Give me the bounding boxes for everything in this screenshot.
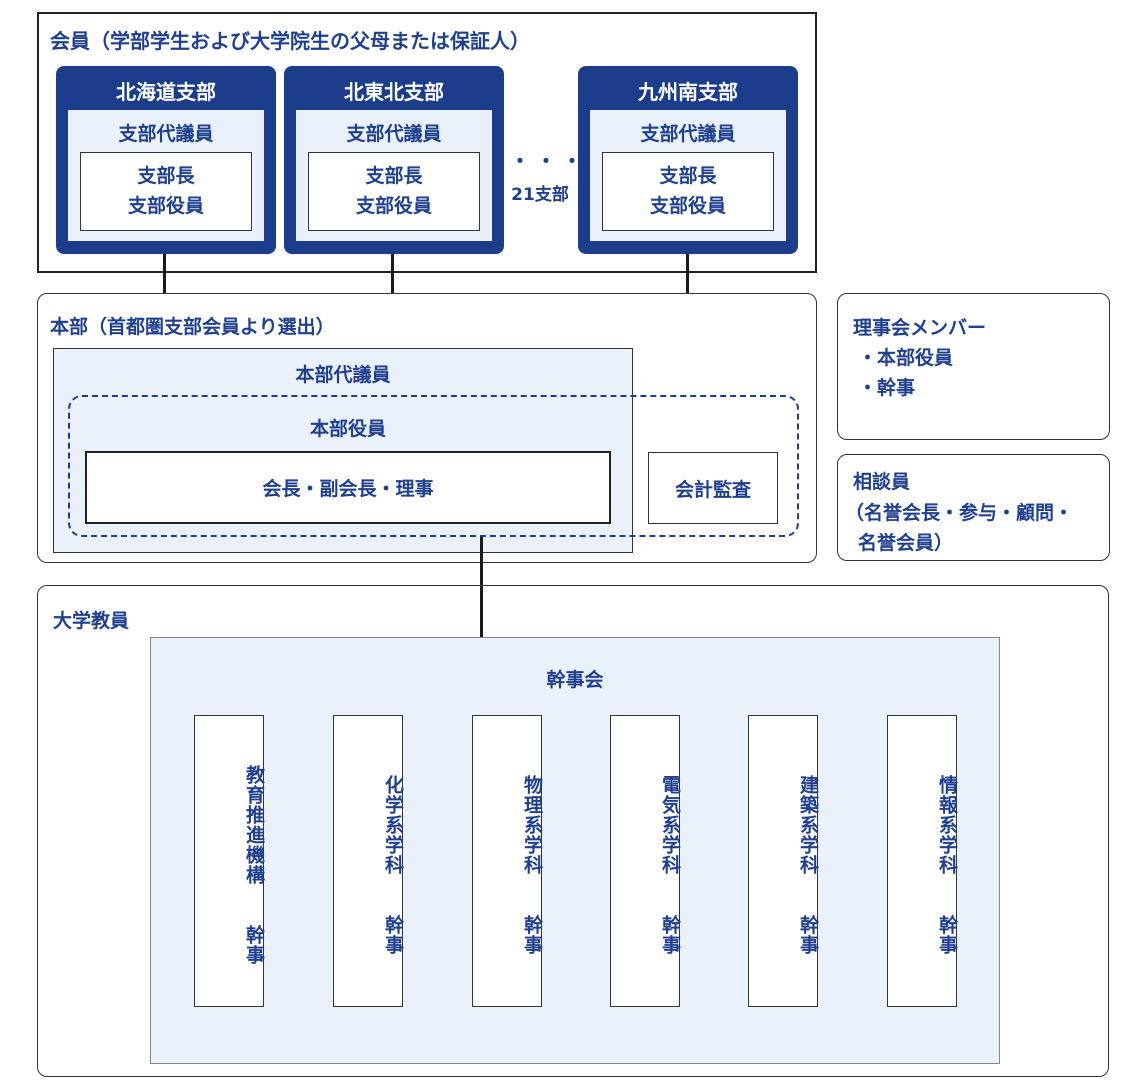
branch-head: 支部長 bbox=[659, 165, 717, 188]
audit-label: 会計監査 bbox=[674, 478, 751, 501]
board-item: ・本部役員 bbox=[858, 347, 954, 369]
branch-kitatohoku: 北東北支部 支部代議員 支部長 支部役員 bbox=[284, 66, 504, 254]
branch-officers: 支部役員 bbox=[127, 194, 204, 217]
faculty-title: 大学教員 bbox=[53, 610, 130, 632]
branch-officer-box: 支部長 支部役員 bbox=[80, 152, 252, 231]
dept-label: 物理系学科 幹事 bbox=[473, 730, 543, 1000]
members-section bbox=[37, 12, 817, 273]
advisor-box bbox=[837, 454, 1110, 561]
board-box bbox=[837, 293, 1110, 440]
dept-label: 情報系学科 幹事 bbox=[888, 730, 958, 1000]
advisor-line: 名誉会員） bbox=[858, 532, 954, 554]
dept-role: 幹事 bbox=[659, 915, 681, 955]
branch-rep: 支部代議員 bbox=[346, 123, 442, 145]
connector-line bbox=[480, 537, 483, 638]
hq-officer-dashed-group bbox=[68, 395, 799, 537]
branch-rep: 支部代議員 bbox=[118, 123, 214, 145]
branch-ellipsis: ・・・ bbox=[510, 149, 588, 173]
audit-box: 会計監査 bbox=[648, 452, 778, 524]
branch-officer-box: 支部長 支部役員 bbox=[602, 152, 774, 231]
dept-box: 教育推進機構 幹事 bbox=[194, 715, 265, 1007]
board-item: ・幹事 bbox=[858, 377, 916, 399]
branch-name: 北海道支部 bbox=[116, 80, 216, 104]
advisor-title: 相談員 bbox=[853, 471, 911, 493]
dept-box: 電気系学科 幹事 bbox=[610, 715, 681, 1007]
branch-inner: 支部代議員 支部長 支部役員 bbox=[296, 110, 492, 241]
branch-name: 九州南支部 bbox=[638, 80, 738, 104]
faculty-section bbox=[37, 585, 1109, 1077]
branch-hokkaido: 北海道支部 支部代議員 支部長 支部役員 bbox=[56, 66, 276, 254]
branch-officers: 支部役員 bbox=[649, 194, 726, 217]
dept-label: 化学系学科 幹事 bbox=[334, 730, 404, 1000]
dept-role: 幹事 bbox=[521, 915, 543, 955]
dept-box: 建築系学科 幹事 bbox=[748, 715, 819, 1007]
hq-section bbox=[37, 293, 817, 563]
connector-line bbox=[163, 254, 166, 293]
dept-name: 電気系学科 bbox=[659, 775, 681, 875]
dept-label: 建築系学科 幹事 bbox=[749, 730, 819, 1000]
branch-officers: 支部役員 bbox=[355, 194, 432, 217]
branch-count: 21支部 bbox=[511, 185, 569, 205]
dept-box: 情報系学科 幹事 bbox=[887, 715, 958, 1007]
dept-box: 化学系学科 幹事 bbox=[333, 715, 404, 1007]
board-title: 理事会メンバー bbox=[853, 317, 987, 339]
dept-name: 建築系学科 bbox=[797, 775, 819, 875]
dept-role: 幹事 bbox=[936, 915, 958, 955]
council-label: 幹事会 bbox=[546, 669, 604, 691]
dept-role: 幹事 bbox=[243, 925, 265, 965]
dept-label: 教育推進機構 幹事 bbox=[195, 730, 265, 1000]
dept-role: 幹事 bbox=[797, 915, 819, 955]
dept-name: 情報系学科 bbox=[936, 775, 958, 875]
branch-name: 北東北支部 bbox=[344, 80, 444, 104]
connector-line bbox=[391, 254, 394, 293]
branch-head: 支部長 bbox=[137, 165, 195, 188]
dept-box: 物理系学科 幹事 bbox=[472, 715, 543, 1007]
dept-name: 教育推進機構 bbox=[243, 765, 265, 885]
hq-leaders: 会長・副会長・理事 bbox=[262, 478, 434, 500]
dept-label: 電気系学科 幹事 bbox=[611, 730, 681, 1000]
hq-officer-label: 本部役員 bbox=[309, 418, 386, 440]
branch-rep: 支部代議員 bbox=[640, 123, 736, 145]
branch-kyushu-minami: 九州南支部 支部代議員 支部長 支部役員 bbox=[578, 66, 798, 254]
dept-role: 幹事 bbox=[382, 915, 404, 955]
hq-leaders-box: 会長・副会長・理事 bbox=[85, 451, 611, 524]
dept-name: 化学系学科 bbox=[382, 775, 404, 875]
advisor-line: （名誉会長・参与・顧問・ bbox=[845, 502, 1074, 524]
hq-title: 本部（首都圏支部会員より選出） bbox=[50, 316, 335, 338]
dept-name: 物理系学科 bbox=[521, 775, 543, 875]
branch-inner: 支部代議員 支部長 支部役員 bbox=[590, 110, 786, 241]
branch-inner: 支部代議員 支部長 支部役員 bbox=[68, 110, 264, 241]
branch-officer-box: 支部長 支部役員 bbox=[308, 152, 480, 231]
council-box bbox=[150, 637, 1000, 1064]
connector-line bbox=[686, 254, 689, 293]
branch-head: 支部長 bbox=[365, 165, 423, 188]
hq-rep-label: 本部代議員 bbox=[295, 364, 391, 386]
members-title: 会員（学部学生および大学院生の父母または保証人） bbox=[50, 29, 530, 53]
